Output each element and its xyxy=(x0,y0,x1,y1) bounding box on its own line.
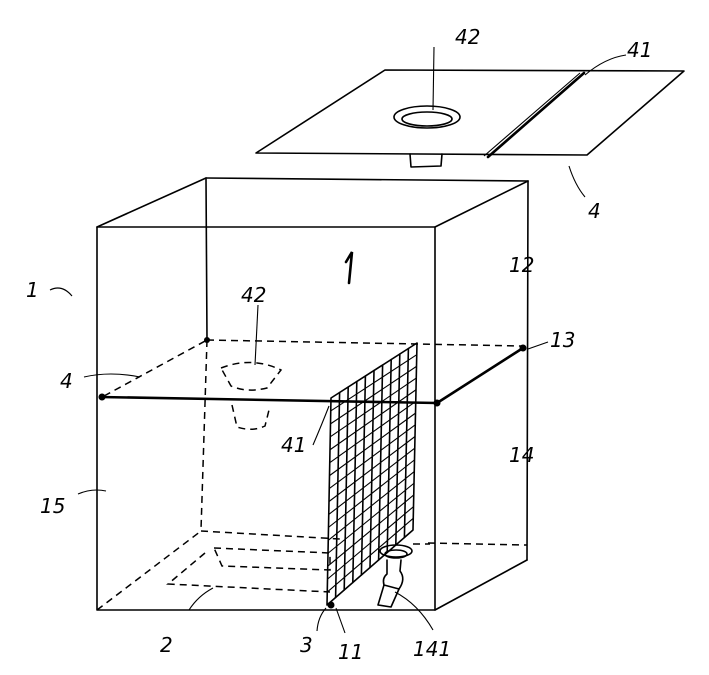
label-lid: 4 xyxy=(588,199,601,223)
mesh-line-horizontal xyxy=(327,482,415,554)
lid-panel xyxy=(255,69,685,168)
label-rim: 13 xyxy=(550,328,575,352)
label-box: 1 xyxy=(26,278,39,302)
mesh-screen xyxy=(326,342,418,609)
mesh-line-horizontal xyxy=(328,424,416,490)
mesh-line-horizontal xyxy=(328,459,415,528)
mesh-line-horizontal xyxy=(328,447,416,515)
label-corner-post: 11 xyxy=(338,640,363,664)
mesh-line-horizontal xyxy=(327,506,414,580)
label-inner-lid: 4 xyxy=(60,369,73,393)
label-inner-cup: 42 xyxy=(241,283,266,307)
label-bottom-tray: 2 xyxy=(160,633,173,657)
mesh-line-horizontal xyxy=(327,471,415,541)
mesh-line-horizontal xyxy=(330,365,417,425)
arrow-mark xyxy=(344,251,354,285)
mesh-line-horizontal xyxy=(329,412,416,477)
label-lid-slot: 41 xyxy=(627,38,652,62)
label-screen-base: 3 xyxy=(300,633,313,657)
box-frame xyxy=(96,177,529,611)
inner-lid-dashed xyxy=(103,339,523,430)
label-upper-wall: 12 xyxy=(509,253,534,277)
mesh-line-horizontal xyxy=(327,494,415,567)
mesh-line-horizontal xyxy=(329,389,417,451)
mesh-line-horizontal xyxy=(329,400,417,464)
leader-lines xyxy=(49,46,627,634)
faucet xyxy=(377,543,430,608)
label-front-wall: 15 xyxy=(40,494,65,518)
mesh-line-horizontal xyxy=(328,436,416,502)
mesh-line-horizontal xyxy=(326,517,414,593)
label-lower-right-wall: 14 xyxy=(509,443,534,467)
label-faucet: 141 xyxy=(413,637,451,661)
mesh-line-horizontal xyxy=(330,354,418,412)
reference-labels: 42 41 4 1 12 42 13 4 41 14 15 2 3 11 141 xyxy=(26,25,652,664)
label-lid-hole: 42 xyxy=(455,25,480,49)
label-screen: 41 xyxy=(281,433,306,457)
mesh-line-horizontal xyxy=(329,377,417,438)
bottom-tray-dashed xyxy=(96,530,528,611)
